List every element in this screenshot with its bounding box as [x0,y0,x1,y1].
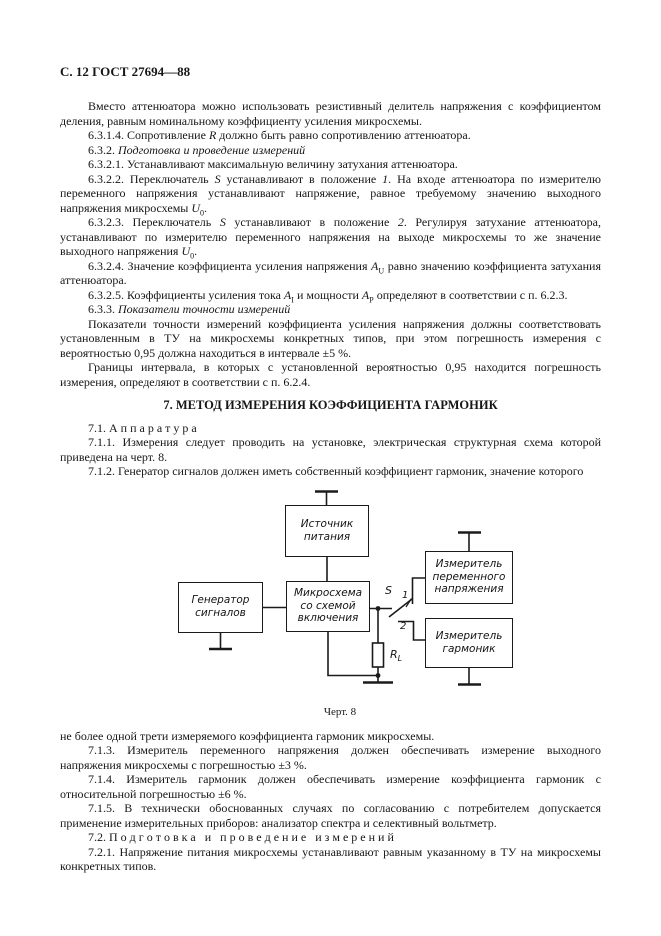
paragraph: Показатели точности измерений коэффициен… [60,317,601,361]
text-run: определяют в соответствии с п. 6.2.3. [373,287,568,302]
text-run: 0 [190,251,195,261]
text-run: 7.1.1. Измерения следует проводить на ус… [60,435,601,464]
paragraph: не более одной трети измеряемого коэффиц… [60,729,601,744]
paragraph: 7.1.1. Измерения следует проводить на ус… [60,435,601,464]
text-run: Показатели точности измерений [118,302,291,316]
text-run: 0 [200,207,205,217]
text-run: R [208,128,217,142]
text-run: 7. МЕТОД ИЗМЕРЕНИЯ КОЭФФИЦИЕНТА ГАРМОНИК [163,398,498,412]
text-run: . [204,200,208,215]
paragraph: 7.2.1. Напряжение питания микросхемы уст… [60,845,601,874]
paragraph: Границы интервала, в которых с установле… [60,360,601,389]
ground-terminal-top-icon [315,489,338,505]
paragraph: 6.3.1.4. Сопротивление R должно быть рав… [60,128,601,143]
paragraph: Вместо аттенюатора можно использовать ре… [60,99,601,128]
text-run: и мощности [293,287,362,302]
text-run: 7.1.2. Генератор сигналов должен иметь с… [88,464,584,478]
text-run: 7.1.3. Измеритель переменного напряжения… [60,743,601,772]
text-run: 6.3.2.1. Устанавливают максимальную вели… [88,157,458,171]
paragraph: 6.3.2.2. Переключатель S устанавливают в… [60,171,602,217]
wire-chip-return [327,631,378,676]
text-run: 7.1.5. В технически обоснованных случаях… [60,801,601,830]
text-run: устанавливают в положение [220,171,383,186]
resistor-symbol [371,641,385,668]
switch-position-2-label: 2 [400,620,407,632]
ground-terminal-acmeter-icon [458,530,481,551]
ground-terminal-generator-icon [209,632,232,650]
text-run: 2 [397,215,404,229]
text-run: . [194,244,198,258]
paragraph: 7.1.2. Генератор сигналов должен иметь с… [60,464,601,479]
wire-contact1-acmeter [411,576,425,604]
text-after-figure: не более одной трети измеряемого коэффиц… [60,729,601,874]
text-run: не более одной трети измеряемого коэффиц… [60,728,435,743]
text-run: U [191,200,201,215]
text-run: . На входе аттенюатора по измерителю пер… [60,171,602,215]
text-before-figure: Вместо аттенюатора можно использовать ре… [60,99,601,479]
block-ac-voltage-meter: Измеритель переменного напряжения [425,550,513,604]
text-run: равно значению коэффициента затухания ат… [60,258,602,288]
text-run: A [283,287,292,302]
paragraph: 6.3.2.5. Коэффициенты усиления тока AI и… [60,287,601,304]
text-run: 7.2. П о д г о т о в к а и п р о в е д е… [88,830,394,844]
text-run: 7.2.1. Напряжение питания микросхемы уст… [60,844,601,874]
text-run: U [181,244,191,258]
text-run: Подготовка и проведение измерений [118,142,306,157]
text-run: 6.3.2.2. Переключатель [88,171,215,186]
wire-contact2-harmmeter [398,620,425,641]
text-run: 6.3.2.5. Коэффициенты усиления тока [88,287,284,302]
text-run: A [361,287,370,302]
circuit-diagram-svg [209,489,481,686]
text-run: Границы интервала, в которых с установле… [60,360,601,389]
paragraph: 6.3.2. Подготовка и проведение измерений [60,143,601,158]
text-run: Показатели точности измерений коэффициен… [60,316,601,360]
text-run: 6.3.1.4. Сопротивление [88,128,209,142]
switch-blade-barb [405,597,413,607]
paragraph: 6.3.2.1. Устанавливают максимальную вели… [60,157,601,172]
text-run: . Регулируя затухание аттенюатора, устан… [60,215,601,258]
page-header: С. 12 ГОСТ 27694—88 [60,64,191,79]
text-run: 6.3.2. [88,142,118,157]
ground-terminal-harmmeter-icon [458,667,481,686]
block-signal-generator: Генератор сигналов [178,581,263,633]
paragraph: 7.1.4. Измеритель гармоник должен обеспе… [60,772,601,801]
paragraph: 6.3.2.3. Переключатель S устанавливают в… [60,215,601,261]
paragraph: 7.1.5. В технически обоснованных случаях… [60,801,601,830]
ground-terminal-resistor-icon [363,675,393,684]
text-run: 1 [382,171,389,186]
text-run: S [219,215,226,229]
text-run: Вместо аттенюатора можно использовать ре… [60,99,601,128]
block-harmonics-meter: Измеритель гармоник [425,617,513,668]
block-microcircuit: Микросхема со схемой включения [286,580,370,632]
paragraph: 6.3.3. Показатели точности измерений [60,302,601,317]
switch-position-1-label: 1 [402,589,409,601]
text-run: 7.1. А п п а р а т у р а [88,420,197,435]
paragraph: 7.2. П о д г о т о в к а и п р о в е д е… [60,830,601,845]
text-run: устанавливают в положение [225,215,398,229]
resistor-subscript: L [397,653,403,663]
section-heading: 7. МЕТОД ИЗМЕРЕНИЯ КОЭФФИЦИЕНТА ГАРМОНИК [60,398,601,413]
switch-label: S [385,583,392,597]
paragraph: 7.1. А п п а р а т у р а [60,421,601,436]
text-run: должно быть равно сопротивлению аттенюат… [216,128,471,142]
text-run: U [378,265,385,275]
figure-circuit-diagram: Источник питания Генератор сигналов Микр… [60,485,601,725]
block-power-source: Источник питания [285,504,369,557]
text-run: I [291,294,294,304]
figure-caption: Черт. 8 [323,705,357,718]
text-run: S [214,171,221,186]
text-run: P [369,294,374,304]
text-run: 7.1.4. Измеритель гармоник должен обеспе… [60,772,601,801]
text-run: A [371,258,379,273]
switch-blade [388,597,413,618]
load-resistor-label: RL [390,647,403,663]
paragraph: 6.3.2.4. Значение коэффициента усиления … [60,259,601,288]
resistor-letter: R [390,647,398,661]
paragraph: 7.1.3. Измеритель переменного напряжения… [60,743,601,772]
text-run: 6.3.2.4. Значение коэффициента усиления … [88,258,372,273]
text-run: 6.3.3. [88,302,118,316]
text-run: 6.3.2.3. Переключатель [88,215,220,229]
